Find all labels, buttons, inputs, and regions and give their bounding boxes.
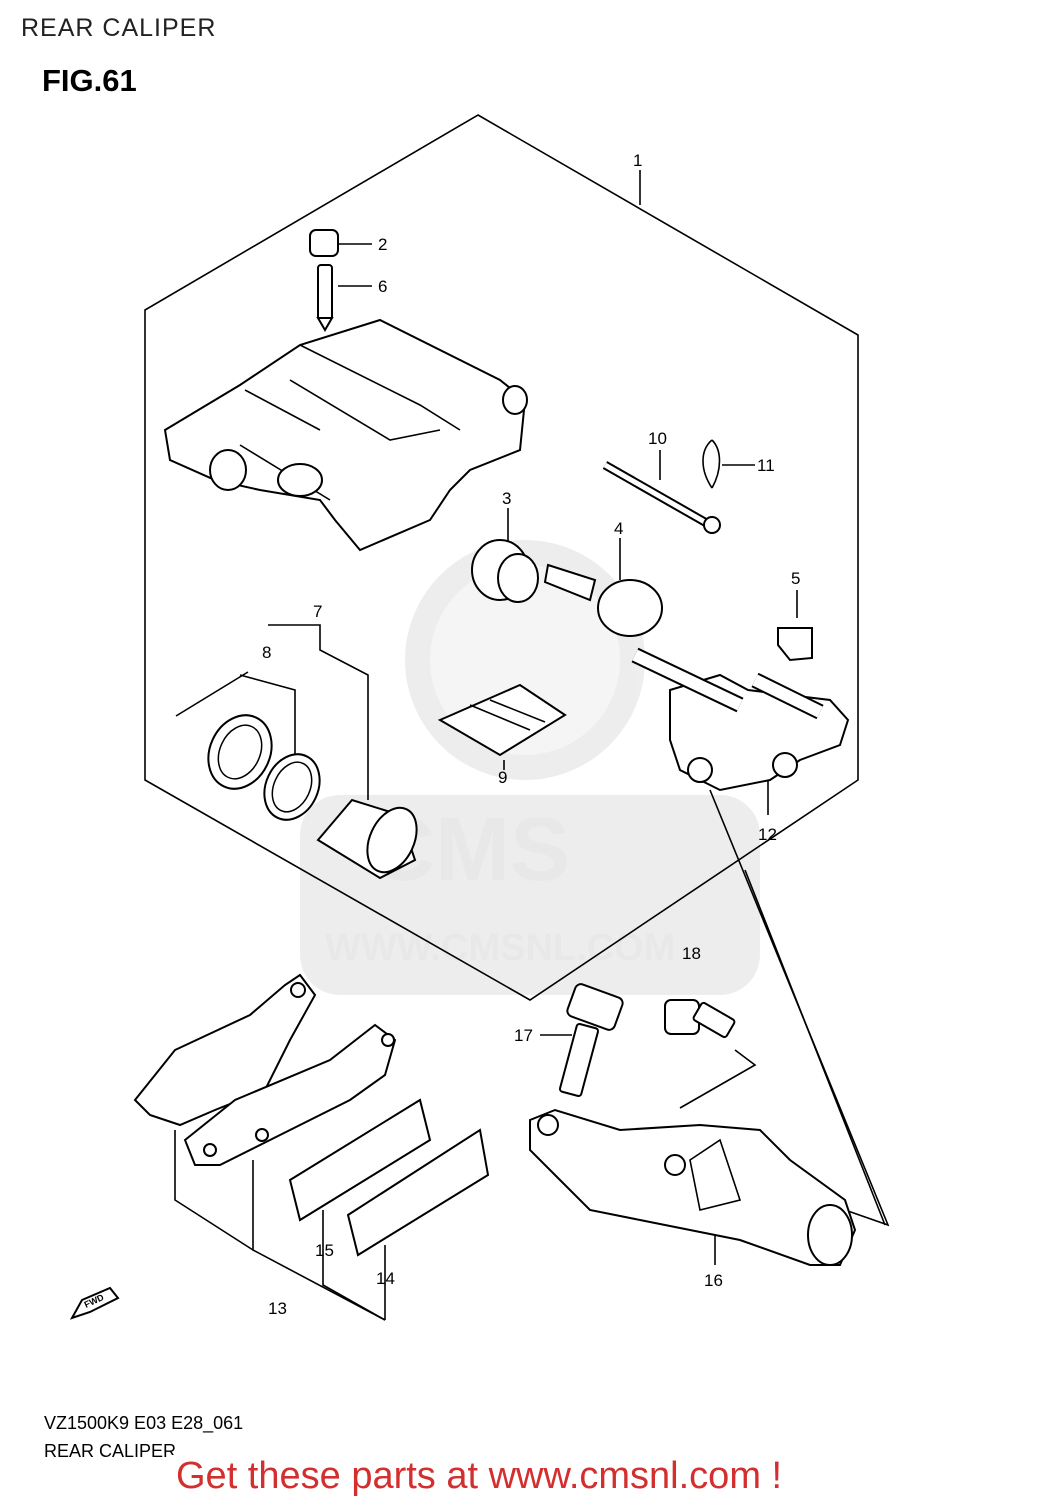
part-11-pin-clip[interactable] (702, 439, 721, 489)
part-8-dust-seal[interactable] (254, 745, 330, 829)
assembly-outline (144, 114, 859, 1001)
callout-10: 10 (648, 429, 667, 448)
part-1-caliper-body[interactable] (163, 318, 528, 552)
part-9-pad-spring[interactable] (437, 683, 567, 757)
callout-15: 15 (315, 1241, 334, 1260)
part-2-bleeder-cap[interactable] (309, 229, 339, 257)
callout-7: 7 (313, 602, 322, 621)
callout-8: 8 (262, 643, 271, 662)
figure-number: FIG.61 (42, 63, 137, 98)
callout-14: 14 (376, 1269, 395, 1288)
callout-9: 9 (498, 768, 507, 787)
callout-2: 2 (378, 235, 387, 254)
part-12-caliper-bracket[interactable] (631, 647, 850, 792)
part-14-pad-shim[interactable] (346, 1128, 490, 1257)
part-8-piston-seal[interactable] (197, 705, 283, 799)
part-10-pad-pin[interactable] (602, 461, 721, 534)
part-13-brake-pad-set[interactable] (133, 973, 397, 1166)
callout-4: 4 (614, 519, 623, 538)
diagram-name: REAR CALIPER (44, 1441, 177, 1461)
callout-12: 12 (758, 825, 777, 844)
part-6-bleeder-valve[interactable] (316, 264, 334, 332)
callout-16: 16 (704, 1271, 723, 1290)
callout-11: 11 (757, 456, 775, 475)
page-header-title: REAR CALIPER (21, 14, 217, 42)
leader-lines (174, 170, 890, 1321)
part-16-caliper-holder[interactable] (529, 1108, 857, 1266)
callout-1: 1 (633, 151, 642, 170)
callout-6: 6 (378, 277, 387, 296)
part-4-slide-pin[interactable] (543, 563, 663, 637)
part-15-pad-shim[interactable] (288, 1098, 432, 1222)
part-3-boot[interactable] (471, 539, 539, 603)
callout-17: 17 (514, 1026, 533, 1045)
part-17-mounting-bolt[interactable] (558, 982, 624, 1097)
promo-banner-link[interactable]: Get these parts at www.cmsnl.com ! (172, 1455, 787, 1498)
callout-18: 18 (682, 944, 701, 963)
part-5-clip[interactable] (777, 627, 813, 662)
callout-5: 5 (791, 569, 800, 588)
part-18-mounting-bolt[interactable] (664, 999, 736, 1039)
fwd-direction-arrow-icon: FWD (69, 1286, 120, 1320)
callout-3: 3 (502, 489, 511, 508)
model-code: VZ1500K9 E03 E28_061 (44, 1413, 244, 1433)
callout-13: 13 (268, 1299, 287, 1318)
callout-labels: 1 2 3 4 5 6 7 8 9 10 11 12 13 14 15 16 1… (262, 151, 800, 1318)
watermark-url-text: WWW.CMSNL.COM (325, 927, 675, 969)
part-7-piston[interactable] (316, 798, 426, 880)
